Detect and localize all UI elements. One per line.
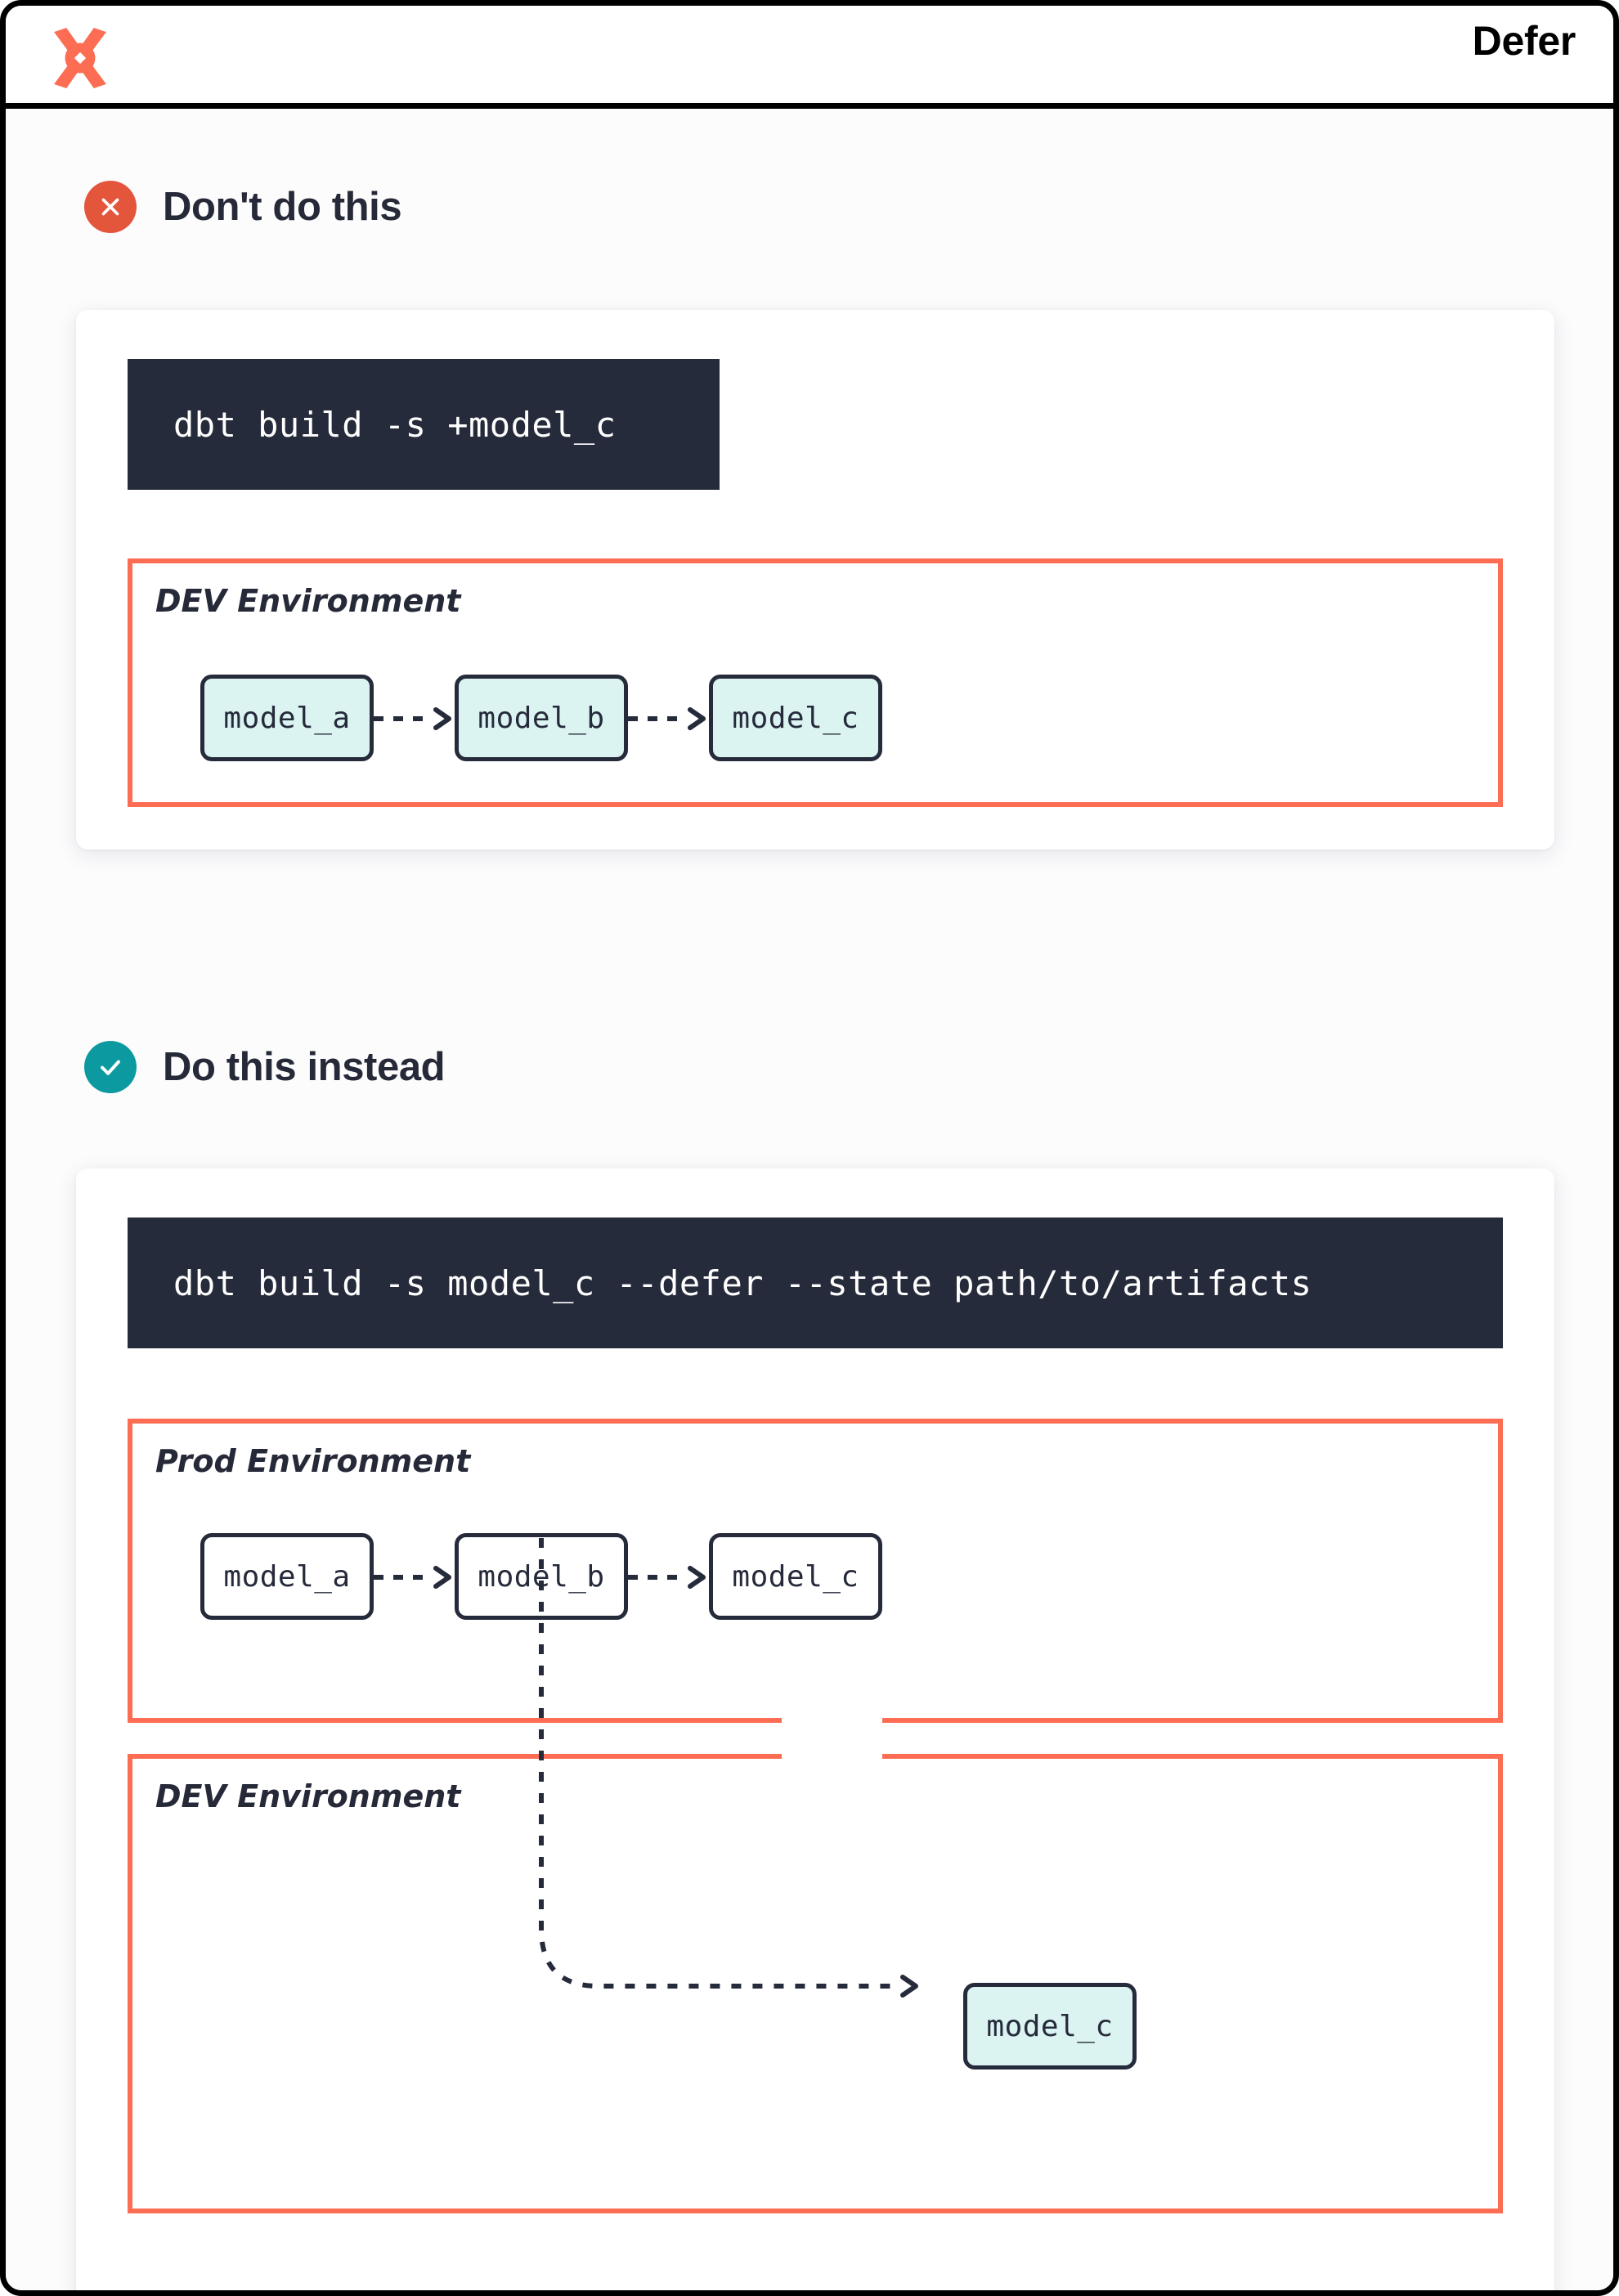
node-prod-model-c[interactable]: model_c: [709, 1533, 882, 1620]
env-border-top: [128, 558, 1503, 563]
card-do: dbt build -s model_c --defer --state pat…: [76, 1168, 1554, 2290]
env-label-dev: DEV Environment: [155, 583, 461, 619]
section-heading-do: Do this instead: [84, 1041, 446, 1093]
node-prod-model-a[interactable]: model_a: [200, 1533, 374, 1620]
node-model-a[interactable]: model_a: [200, 675, 374, 761]
env-border-left: [128, 1754, 132, 2213]
env-border-right: [1498, 558, 1503, 807]
node-dev-model-c[interactable]: model_c: [963, 1983, 1137, 2070]
page-title: Defer: [1472, 18, 1576, 64]
section-heading-dont: Don't do this: [84, 181, 402, 233]
env-box-dev-do: DEV Environment model_c: [128, 1754, 1503, 2213]
env-border-top-left: [128, 1754, 782, 1759]
env-border-right: [1498, 1419, 1503, 1723]
header-bar: Defer: [6, 6, 1613, 109]
env-label-dev-do: DEV Environment: [155, 1778, 461, 1814]
env-border-right: [1498, 1754, 1503, 2213]
env-box-dev-dont: DEV Environment model_a model_b model_c: [128, 558, 1503, 807]
command-block-dont: dbt build -s +model_c: [128, 359, 720, 490]
page-body: Don't do this dbt build -s +model_c DEV …: [6, 109, 1613, 2290]
section-title-dont: Don't do this: [163, 185, 402, 229]
env-border-left: [128, 558, 132, 807]
command-block-do: dbt build -s model_c --defer --state pat…: [128, 1218, 1503, 1348]
env-border-bottom-right: [882, 1718, 1503, 1723]
check-circle-icon: [84, 1041, 137, 1093]
edge-prod-b-to-c: [628, 1566, 709, 1589]
env-border-bottom-left: [128, 1718, 782, 1723]
dbt-logo-icon: [46, 24, 114, 92]
env-border-bottom: [128, 802, 1503, 807]
section-title-do: Do this instead: [163, 1045, 446, 1089]
env-label-prod: Prod Environment: [155, 1443, 471, 1479]
card-dont: dbt build -s +model_c DEV Environment mo…: [76, 310, 1554, 850]
edge-prod-b-to-dev-c: [489, 1528, 1029, 2019]
env-border-bottom: [128, 2209, 1503, 2213]
node-model-c[interactable]: model_c: [709, 675, 882, 761]
edge-a-to-b: [374, 707, 455, 730]
edge-b-to-c: [628, 707, 709, 730]
env-border-left: [128, 1419, 132, 1723]
x-circle-icon: [84, 181, 137, 233]
env-border-top: [128, 1419, 1503, 1424]
node-model-b[interactable]: model_b: [455, 675, 628, 761]
edge-prod-a-to-b: [374, 1566, 455, 1589]
env-border-top-right: [882, 1754, 1503, 1759]
